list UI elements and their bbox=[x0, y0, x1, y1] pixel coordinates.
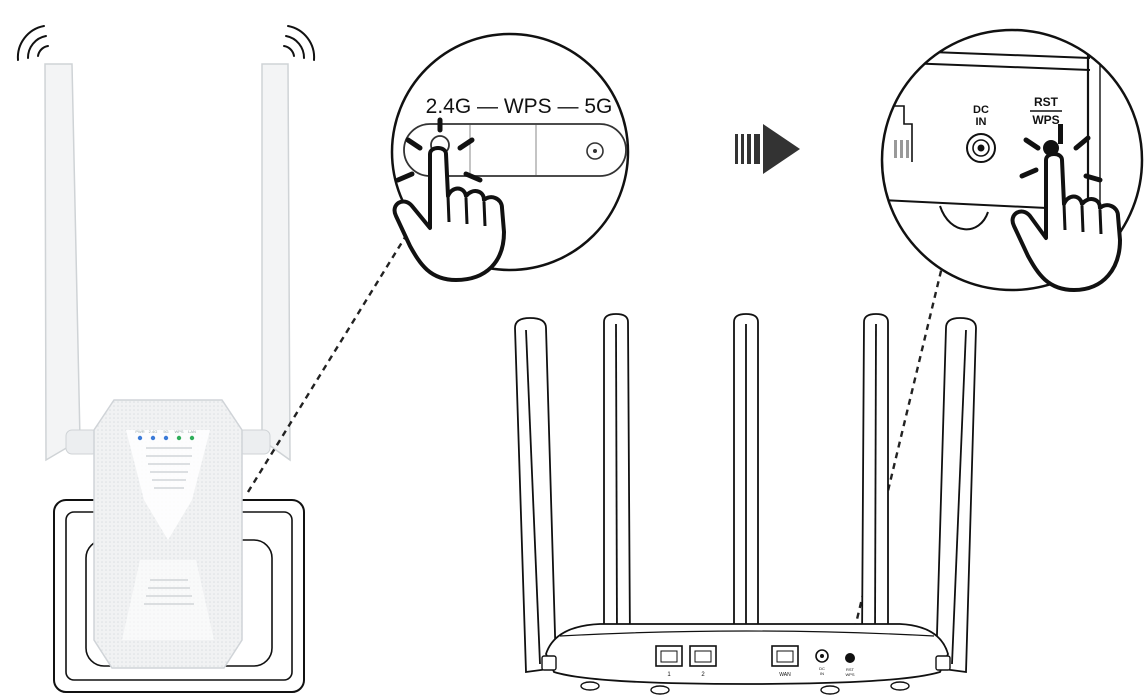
svg-text:1: 1 bbox=[667, 672, 671, 678]
extender-led-3 bbox=[163, 435, 169, 441]
extender-led-label-1: PWR bbox=[135, 429, 144, 434]
svg-text:WAN: WAN bbox=[779, 672, 791, 678]
extender-top-panel bbox=[403, 123, 627, 177]
extender-led-1 bbox=[137, 435, 143, 441]
extender-left-antenna bbox=[44, 63, 99, 462]
pointing-hand-right-icon bbox=[1010, 152, 1122, 292]
extender-led-2 bbox=[150, 435, 156, 441]
extender-led-label-2: 2.4G bbox=[149, 429, 158, 434]
svg-text:2: 2 bbox=[701, 672, 705, 678]
extender-led-label-5: LAN bbox=[188, 429, 196, 434]
wifi-signal-left-icon bbox=[16, 25, 49, 61]
zoom-circle-extender: 2.4G — WPS — 5G bbox=[390, 32, 630, 282]
router-antenna-5 bbox=[935, 317, 977, 674]
router-antenna-2 bbox=[603, 313, 631, 645]
router-antenna-3 bbox=[733, 313, 759, 651]
wifi-signal-right-icon bbox=[283, 25, 316, 61]
rst-wps-button-router[interactable] bbox=[1043, 140, 1059, 156]
svg-text:IN: IN bbox=[820, 671, 824, 676]
router-body: 1 2 WAN DC IN RST WPS bbox=[541, 623, 951, 695]
band-wps-label: 2.4G — WPS — 5G bbox=[426, 95, 613, 118]
extender-led-5 bbox=[189, 435, 195, 441]
lan-port-1: 1 bbox=[655, 645, 683, 678]
router-dc-jack: DC IN bbox=[815, 649, 829, 676]
pointer-line-extender bbox=[246, 225, 414, 493]
press-burst-left bbox=[395, 117, 483, 183]
extender-led-4 bbox=[176, 435, 182, 441]
lan-port-2: 2 bbox=[689, 645, 717, 678]
extender-led-label-3: 5G bbox=[163, 429, 168, 434]
press-burst-right bbox=[1019, 135, 1103, 183]
router-antennas bbox=[514, 313, 977, 674]
dc-label-line2: IN bbox=[976, 116, 987, 128]
router-antenna-4 bbox=[861, 313, 889, 645]
next-step-arrow bbox=[735, 124, 800, 174]
svg-text:DC: DC bbox=[819, 666, 825, 671]
wifi-extender bbox=[93, 399, 243, 669]
zoom-circle-router: DC IN RST WPS bbox=[880, 28, 1144, 292]
svg-text:WPS: WPS bbox=[845, 672, 854, 677]
wps-label: WPS bbox=[1032, 113, 1059, 127]
router-rst-wps-button[interactable]: RST WPS bbox=[845, 653, 855, 677]
router-antenna-1 bbox=[514, 317, 557, 674]
svg-text:RST: RST bbox=[846, 667, 855, 672]
extender-right-antenna bbox=[237, 63, 291, 462]
extender-led-row: PWR 2.4G 5G WPS LAN bbox=[135, 429, 196, 441]
pointing-hand-left-icon bbox=[392, 146, 506, 282]
rst-label: RST bbox=[1034, 95, 1059, 109]
dc-in-jack bbox=[966, 133, 996, 163]
extender-led-label-4: WPS bbox=[174, 429, 183, 434]
dc-label-line1: DC bbox=[973, 104, 989, 116]
wan-port: WAN bbox=[771, 645, 799, 678]
reset-pinhole bbox=[586, 142, 604, 160]
